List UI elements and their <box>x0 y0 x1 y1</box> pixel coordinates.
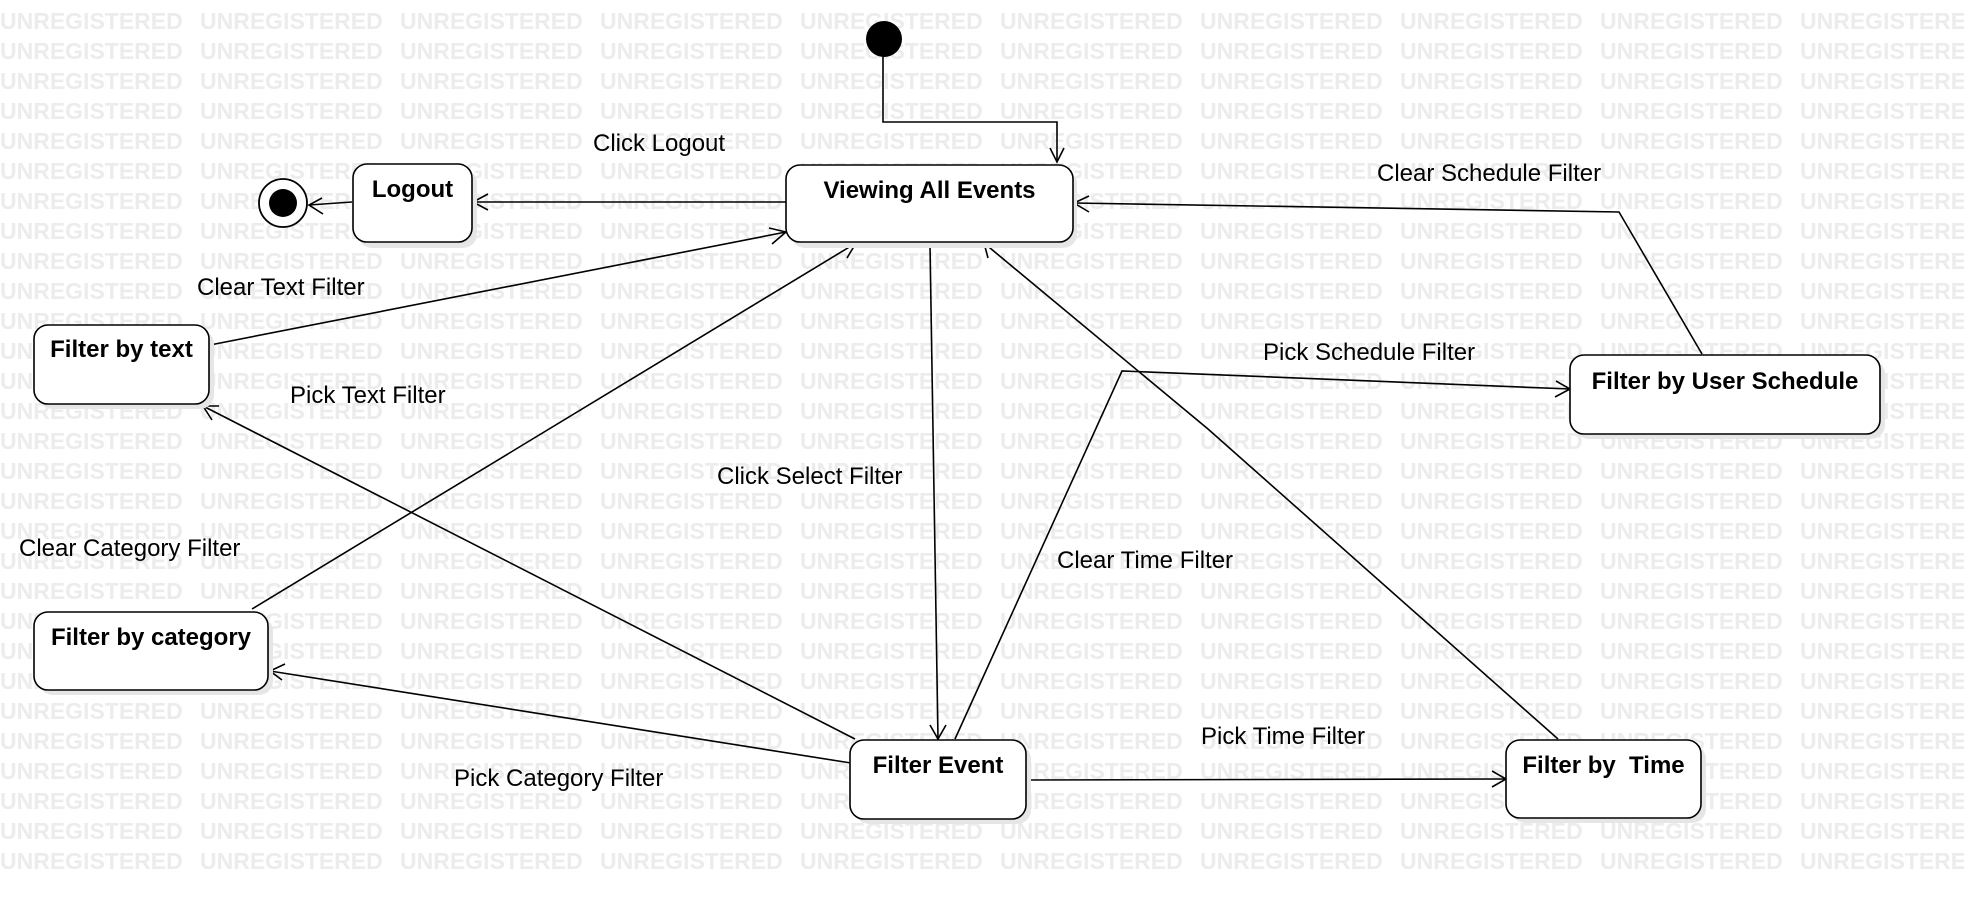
state-label: Filter by User Schedule <box>1592 368 1859 395</box>
arrow-head <box>307 197 324 215</box>
edge-event-to-schedule <box>954 370 1571 740</box>
transition-label: Clear Schedule Filter <box>1377 160 1601 187</box>
edge-initial-to-viewing <box>882 56 1058 162</box>
state-filter-by-category: Filter by category <box>33 611 273 695</box>
state-filter-by-user-schedule: Filter by User Schedule <box>1569 354 1885 439</box>
state-label: Filter by Time <box>1522 752 1684 779</box>
state-filter-by-time: Filter by Time <box>1505 739 1706 823</box>
initial-state-node <box>866 21 902 57</box>
edge-schedule-to-viewing <box>1073 202 1703 355</box>
edge-category-to-viewing <box>251 242 857 610</box>
transition-label: Clear Text Filter <box>197 274 365 301</box>
arrow-head <box>929 724 947 741</box>
edge-logout-to-final <box>308 201 353 206</box>
transition-label: Click Logout <box>593 130 725 157</box>
state-label: Logout <box>372 176 453 203</box>
transition-label: Clear Time Filter <box>1057 547 1233 574</box>
state-label: Filter by category <box>51 624 252 651</box>
transition-label: Pick Category Filter <box>454 765 663 792</box>
state-viewing-all-events: Viewing All Events <box>785 164 1077 248</box>
edge-event-to-text <box>202 405 856 740</box>
state-filter-event: Filter Event <box>849 739 1031 824</box>
edge-time-to-viewing <box>983 242 1559 740</box>
edge-text-to-viewing <box>209 231 787 346</box>
arrow-head <box>768 227 788 245</box>
arrow-head <box>1049 147 1065 164</box>
state-logout: Logout <box>352 163 477 248</box>
edge-viewing-to-event <box>929 244 939 740</box>
transition-label: Pick Schedule Filter <box>1263 339 1475 366</box>
transition-label: Pick Text Filter <box>290 382 446 409</box>
transition-label: Pick Time Filter <box>1201 723 1365 750</box>
final-state-node <box>258 178 308 228</box>
state-label: Viewing All Events <box>823 177 1035 204</box>
transition-label: Clear Category Filter <box>19 535 240 562</box>
edge-event-to-category <box>269 670 852 764</box>
state-label: Filter by text <box>50 336 193 363</box>
transition-label: Click Select Filter <box>717 463 902 490</box>
state-label: Filter Event <box>873 752 1004 779</box>
state-filter-by-text: Filter by text <box>33 324 214 409</box>
edge-event-to-time <box>1024 778 1507 781</box>
